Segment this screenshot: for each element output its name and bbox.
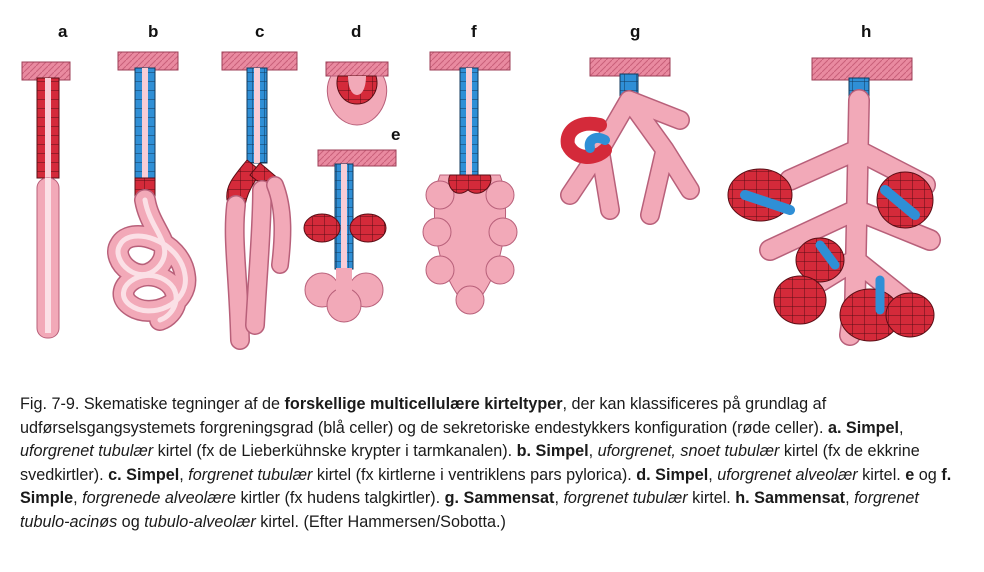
gland-d-simple-alveolar bbox=[325, 61, 389, 126]
caption-segment: , bbox=[73, 489, 83, 508]
caption-segment: forskellige multicellulære kirteltyper bbox=[284, 395, 563, 413]
caption-segment: forgrenet tubulo-acinøs bbox=[20, 489, 919, 531]
caption-segment: og bbox=[914, 465, 942, 484]
caption-segment: uforgrenet tubulær bbox=[20, 442, 154, 461]
caption-segment: forgrenet tubulær bbox=[563, 489, 688, 508]
caption-segment: g. Sammensat bbox=[444, 489, 555, 508]
panel-label-c: c bbox=[255, 22, 264, 41]
caption-segment: h. Sammensat bbox=[735, 489, 846, 508]
caption-segment: kirtel (fx de ekkrine svedkirtler). bbox=[20, 442, 920, 484]
gland-g-compound-tubular bbox=[560, 57, 700, 225]
gland-e-branched-alveolar bbox=[303, 149, 397, 323]
gland-f-branched-alveolar bbox=[422, 51, 518, 315]
gland-a-simple-tubular bbox=[21, 61, 71, 339]
caption-segment: c. Simpel bbox=[108, 465, 180, 484]
panel-label-a: a bbox=[58, 22, 68, 41]
caption-segment: kirtler (fx hudens talgkirtler). bbox=[235, 489, 445, 508]
caption-segment: , bbox=[899, 418, 904, 437]
caption-segment: , bbox=[845, 489, 855, 508]
figure-illustration: a b c d e f g h bbox=[21, 22, 941, 350]
caption-segment: uforgrenet, snoet tubulær bbox=[597, 442, 780, 461]
panel-label-g: g bbox=[630, 22, 640, 41]
caption-segment: , bbox=[554, 489, 564, 508]
panel-label-b: b bbox=[148, 22, 158, 41]
gland-b-coiled-tubular bbox=[107, 51, 197, 331]
caption-segment: , bbox=[588, 442, 598, 461]
caption-segment: kirtel. bbox=[857, 465, 906, 484]
caption-segment: kirtel. (Efter Hammersen/Sobotta.) bbox=[255, 512, 506, 531]
caption-segment: b. Simpel bbox=[516, 442, 589, 461]
caption-segment: e bbox=[905, 465, 915, 484]
caption-segment: kirtel (fx kirtlerne i ventriklens pars … bbox=[312, 465, 637, 484]
caption-segment: forgrenet tubulær bbox=[188, 465, 313, 484]
caption-segment: forgrenede alveolære bbox=[82, 489, 236, 508]
gland-h-compound-tubuloacinar bbox=[727, 57, 941, 346]
panel-label-f: f bbox=[471, 22, 477, 41]
figure-caption: Fig. 7-9. Skematiske tegninger af de for… bbox=[20, 393, 965, 535]
caption-segment: og bbox=[117, 512, 145, 531]
caption-segment: kirtel (fx de Lieberkühnske krypter i ta… bbox=[153, 442, 517, 461]
caption-segment: tubulo-alveolær bbox=[144, 512, 256, 531]
caption-segment: kirtel. bbox=[687, 489, 736, 508]
panel-label-e: e bbox=[391, 125, 400, 144]
panel-label-h: h bbox=[861, 22, 871, 41]
caption-segment: f. Simple bbox=[20, 465, 952, 508]
panel-label-d: d bbox=[351, 22, 361, 41]
caption-segment: a. Simpel bbox=[827, 418, 900, 437]
caption-segment: d. Simpel bbox=[636, 465, 709, 484]
caption-segment: , bbox=[179, 465, 189, 484]
gland-c-branched-tubular bbox=[221, 51, 298, 350]
caption-segment: , bbox=[708, 465, 718, 484]
caption-segment: Fig. 7-9. Skematiske tegninger af de bbox=[20, 395, 285, 413]
caption-segment: uforgrenet alveolær bbox=[717, 465, 858, 484]
caption-segment: , der kan klassificeres på grundlag af u… bbox=[20, 395, 828, 437]
